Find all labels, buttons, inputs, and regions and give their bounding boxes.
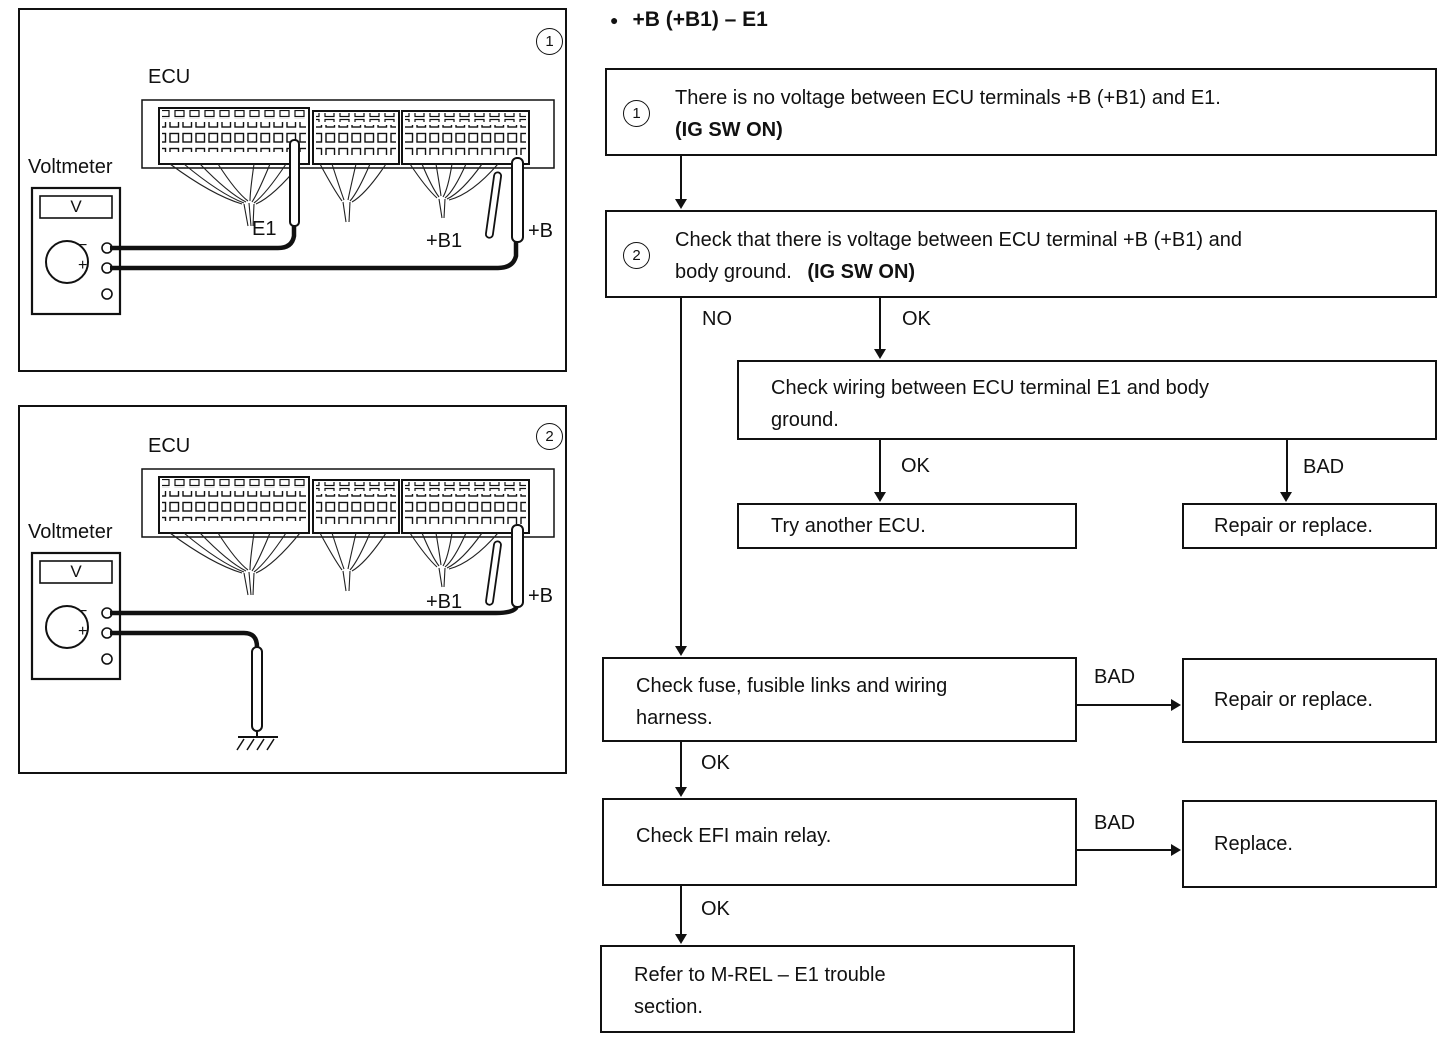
- step-1-line1: There is no voltage between ECU terminal…: [675, 87, 1221, 109]
- panel-2-badge: 2: [536, 423, 563, 450]
- plus-terminal-label: +: [78, 623, 88, 640]
- test-probes: [289, 139, 524, 243]
- ecu-label: ECU: [148, 435, 191, 457]
- arrow-down-icon: [874, 492, 886, 502]
- branch-no-label: NO: [702, 308, 732, 330]
- arrow-down-icon: [874, 349, 886, 359]
- check-wiring-line2: ground.: [771, 409, 839, 431]
- arrow-right-icon: [1171, 844, 1181, 856]
- flow-refer: Refer to M-REL – E1 trouble section.: [600, 945, 1075, 1033]
- connector-line: [1286, 440, 1288, 492]
- meter-display-label: V: [70, 197, 82, 216]
- flow-check-fuse: Check fuse, fusible links and wiring har…: [602, 657, 1077, 742]
- connector-line-ok: [879, 298, 881, 349]
- arrow-down-icon: [675, 199, 687, 209]
- repair-1-text: Repair or replace.: [1214, 514, 1373, 537]
- replace-text: Replace.: [1214, 832, 1293, 855]
- section-title: +B (+B1) – E1: [632, 8, 768, 31]
- wiring-diagram-2: [30, 468, 555, 751]
- voltmeter-label: Voltmeter: [28, 521, 113, 543]
- wiring-diagram-1: [30, 99, 555, 316]
- step-2-line2: body ground.: [675, 261, 792, 283]
- flow-step-1: 1 There is no voltage between ECU termin…: [605, 68, 1437, 156]
- terminal-b-label: +B: [528, 220, 554, 242]
- terminal-b1-label: +B1: [426, 230, 463, 252]
- arrow-down-icon: [675, 934, 687, 944]
- terminal-b-label: +B: [528, 585, 554, 607]
- bullet-icon: ●: [610, 12, 619, 28]
- branch-ok-label: OK: [701, 752, 730, 774]
- connector-line: [879, 440, 881, 492]
- step-1-line2: (IG SW ON): [675, 119, 783, 141]
- branch-ok-label: OK: [901, 455, 930, 477]
- diagram-panel-1: 1 ECU Voltmeter V − + E1 +B1 +B: [18, 8, 567, 372]
- arrow-down-icon: [1280, 492, 1292, 502]
- diagram-panel-2: 2 ECU Voltmeter V − + +B1 +B: [18, 405, 567, 774]
- branch-ok-label: OK: [902, 308, 931, 330]
- arrow-down-icon: [675, 646, 687, 656]
- branch-bad-label: BAD: [1094, 666, 1136, 688]
- step-2-line1: Check that there is voltage between ECU …: [675, 229, 1242, 251]
- flow-check-relay: Check EFI main relay.: [602, 798, 1077, 886]
- step-2-line2-bold: (IG SW ON): [807, 261, 916, 283]
- connector-line: [680, 156, 682, 199]
- branch-bad-label: BAD: [1303, 456, 1345, 478]
- arrow-down-icon: [675, 787, 687, 797]
- check-fuse-line1: Check fuse, fusible links and wiring: [636, 675, 948, 697]
- section-header: ● +B (+B1) – E1: [610, 8, 768, 32]
- flow-try-ecu: Try another ECU.: [737, 503, 1077, 549]
- refer-line1: Refer to M-REL – E1 trouble: [634, 964, 886, 986]
- check-wiring-line1: Check wiring between ECU terminal E1 and…: [771, 377, 1209, 399]
- minus-terminal-label: −: [78, 237, 88, 254]
- flow-repair-2: Repair or replace.: [1182, 658, 1437, 743]
- try-ecu-text: Try another ECU.: [771, 514, 926, 537]
- check-fuse-line2: harness.: [636, 707, 713, 729]
- check-relay-text: Check EFI main relay.: [636, 825, 832, 847]
- ecu-label: ECU: [148, 66, 191, 88]
- connector-line: [680, 886, 682, 934]
- test-probes: [251, 524, 524, 732]
- panel-1-badge: 1: [536, 28, 563, 55]
- step-1-badge: 1: [623, 100, 650, 127]
- plus-terminal-label: +: [78, 257, 88, 274]
- arrow-right-icon: [1171, 699, 1181, 711]
- minus-terminal-label: −: [78, 603, 88, 620]
- ground-symbol: [236, 731, 278, 751]
- flow-replace: Replace.: [1182, 800, 1437, 888]
- repair-2-text: Repair or replace.: [1214, 689, 1373, 711]
- branch-bad-label: BAD: [1094, 812, 1136, 834]
- connector-line: [1077, 849, 1171, 851]
- voltmeter-label: Voltmeter: [28, 156, 113, 178]
- connector-line: [1077, 704, 1171, 706]
- connector-line: [680, 742, 682, 787]
- terminal-e1-label: E1: [252, 218, 277, 240]
- step-2-badge: 2: [623, 242, 650, 269]
- terminal-b1-label: +B1: [426, 591, 463, 613]
- branch-ok-label: OK: [701, 898, 730, 920]
- flow-step-2: 2 Check that there is voltage between EC…: [605, 210, 1437, 298]
- connector-line-no: [680, 298, 682, 646]
- meter-display-label: V: [70, 562, 82, 581]
- test-leads: [110, 224, 519, 271]
- flow-check-wiring: Check wiring between ECU terminal E1 and…: [737, 360, 1437, 440]
- flow-repair-1: Repair or replace.: [1182, 503, 1437, 549]
- refer-line2: section.: [634, 996, 703, 1018]
